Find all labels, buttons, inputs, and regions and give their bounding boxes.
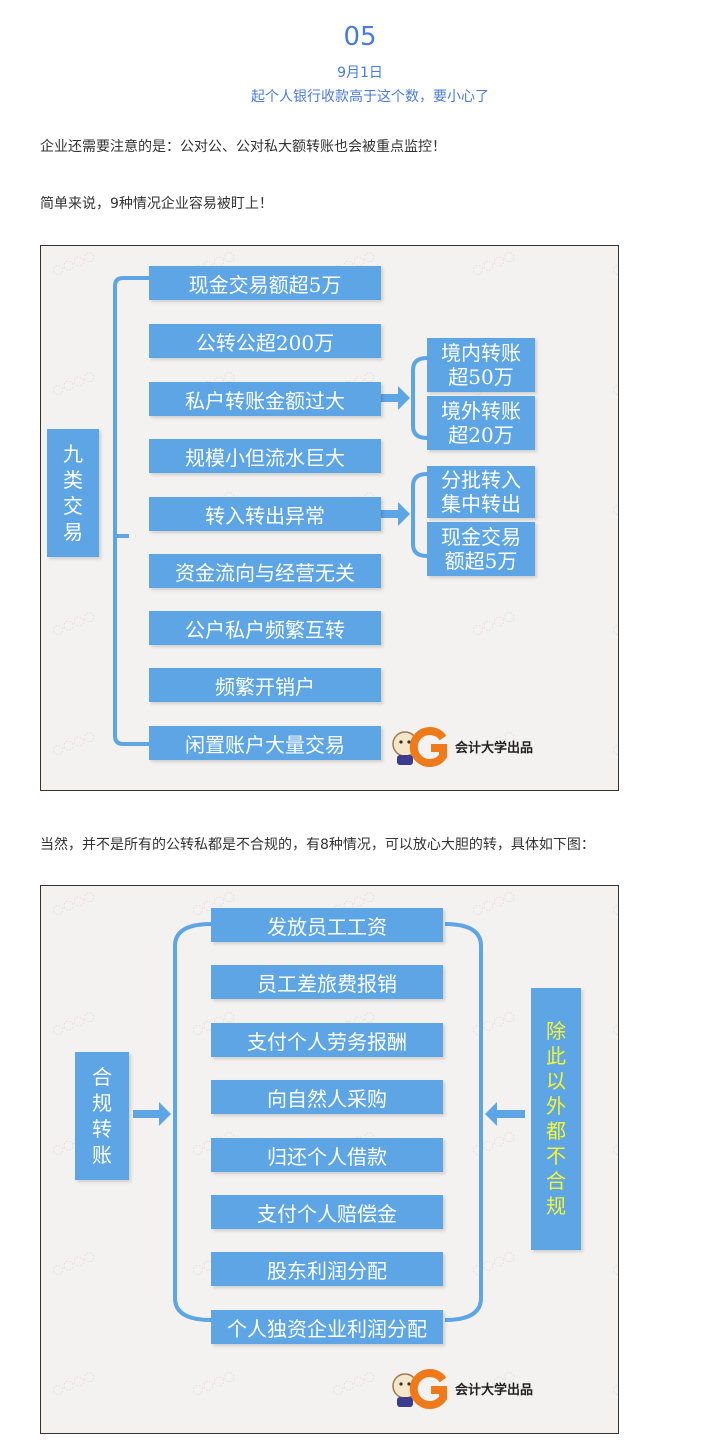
sub-item-box: 分批转入集中转出 bbox=[427, 466, 535, 518]
item-box: 频繁开销户 bbox=[149, 668, 381, 702]
section-title: 起个人银行收款高于这个数，要小心了 bbox=[251, 89, 489, 105]
paragraph-3: 当然，并不是所有的公转私都是不合规的，有8种情况，可以放心大胆的转，具体如下图： bbox=[40, 837, 595, 853]
item-box: 向自然人采购 bbox=[211, 1080, 443, 1114]
item-box: 支付个人劳务报酬 bbox=[211, 1023, 443, 1057]
bracket-lines bbox=[113, 276, 428, 746]
logo-text: 会计大学出品 bbox=[455, 739, 534, 755]
char: 交 bbox=[63, 494, 83, 518]
logo-text: 会计大学出品 bbox=[455, 1381, 534, 1397]
mascot-g-logo-icon bbox=[392, 727, 447, 767]
item-box: 员工差旅费报销 bbox=[211, 965, 443, 999]
item-box: 转入转出异常 bbox=[149, 497, 381, 531]
otherwise-noncompliant-label: 除 此 以 外 都 不 合 规 bbox=[531, 988, 581, 1250]
char: 规 bbox=[92, 1091, 112, 1115]
char: 易 bbox=[63, 520, 83, 544]
char: 外 bbox=[546, 1094, 566, 1118]
compliant-transfer-label: 合 规 转 账 bbox=[75, 1052, 129, 1180]
char: 以 bbox=[546, 1069, 566, 1093]
char: 不 bbox=[546, 1144, 566, 1168]
figure-compliant-transfers: ◌◌◌◌◌◌◌◌◌◌◌◌◌◌◌◌◌◌◌◌◌◌◌◌◌◌◌◌◌◌◌◌◌◌◌◌◌◌◌◌… bbox=[40, 885, 619, 1434]
char: 九 bbox=[63, 442, 83, 466]
sub-item-box: 境外转账超20万 bbox=[427, 396, 535, 450]
char: 合 bbox=[546, 1169, 566, 1193]
nine-types-label: 九 类 交 易 bbox=[47, 429, 99, 557]
sub-item-box: 境内转账超50万 bbox=[427, 338, 535, 392]
item-box: 闲置账户大量交易 bbox=[149, 726, 381, 760]
item-box: 公转公超200万 bbox=[149, 324, 381, 358]
item-box: 个人独资企业利润分配 bbox=[211, 1310, 443, 1344]
item-box: 规模小但流水巨大 bbox=[149, 439, 381, 473]
section-number: 05 bbox=[343, 22, 377, 52]
item-box: 私户转账金额过大 bbox=[149, 382, 381, 416]
char: 除 bbox=[546, 1019, 566, 1043]
paragraph-1: 企业还需要注意的是：公对公、公对私大额转账也会被重点监控！ bbox=[40, 139, 446, 155]
char: 规 bbox=[546, 1194, 566, 1218]
char: 账 bbox=[92, 1143, 112, 1167]
bracket-lines bbox=[133, 922, 525, 1322]
item-box: 资金流向与经营无关 bbox=[149, 554, 381, 588]
brand-logo: 会计大学出品 bbox=[389, 1366, 533, 1410]
item-box: 公户私户频繁互转 bbox=[149, 611, 381, 645]
item-box: 归还个人借款 bbox=[211, 1138, 443, 1172]
item-box: 股东利润分配 bbox=[211, 1252, 443, 1286]
paragraph-2: 简单来说，9种情况企业容易被盯上！ bbox=[40, 196, 273, 212]
section-date: 9月1日 bbox=[337, 65, 383, 81]
mascot-g-logo-icon bbox=[392, 1369, 447, 1409]
item-box: 发放员工工资 bbox=[211, 908, 443, 942]
char: 此 bbox=[546, 1044, 566, 1068]
item-box: 现金交易额超5万 bbox=[149, 266, 381, 300]
char: 都 bbox=[546, 1119, 566, 1143]
figure-nine-transactions: ◌◌◌◌◌◌◌◌◌◌◌◌◌◌◌◌◌◌◌◌◌◌◌◌◌◌◌◌◌◌◌◌◌◌◌◌◌◌◌◌… bbox=[40, 245, 619, 791]
char: 类 bbox=[63, 468, 83, 492]
char: 合 bbox=[92, 1065, 112, 1089]
sub-item-box: 现金交易额超5万 bbox=[427, 522, 535, 576]
brand-logo: 会计大学出品 bbox=[389, 724, 533, 768]
char: 转 bbox=[92, 1117, 112, 1141]
item-box: 支付个人赔偿金 bbox=[211, 1195, 443, 1229]
